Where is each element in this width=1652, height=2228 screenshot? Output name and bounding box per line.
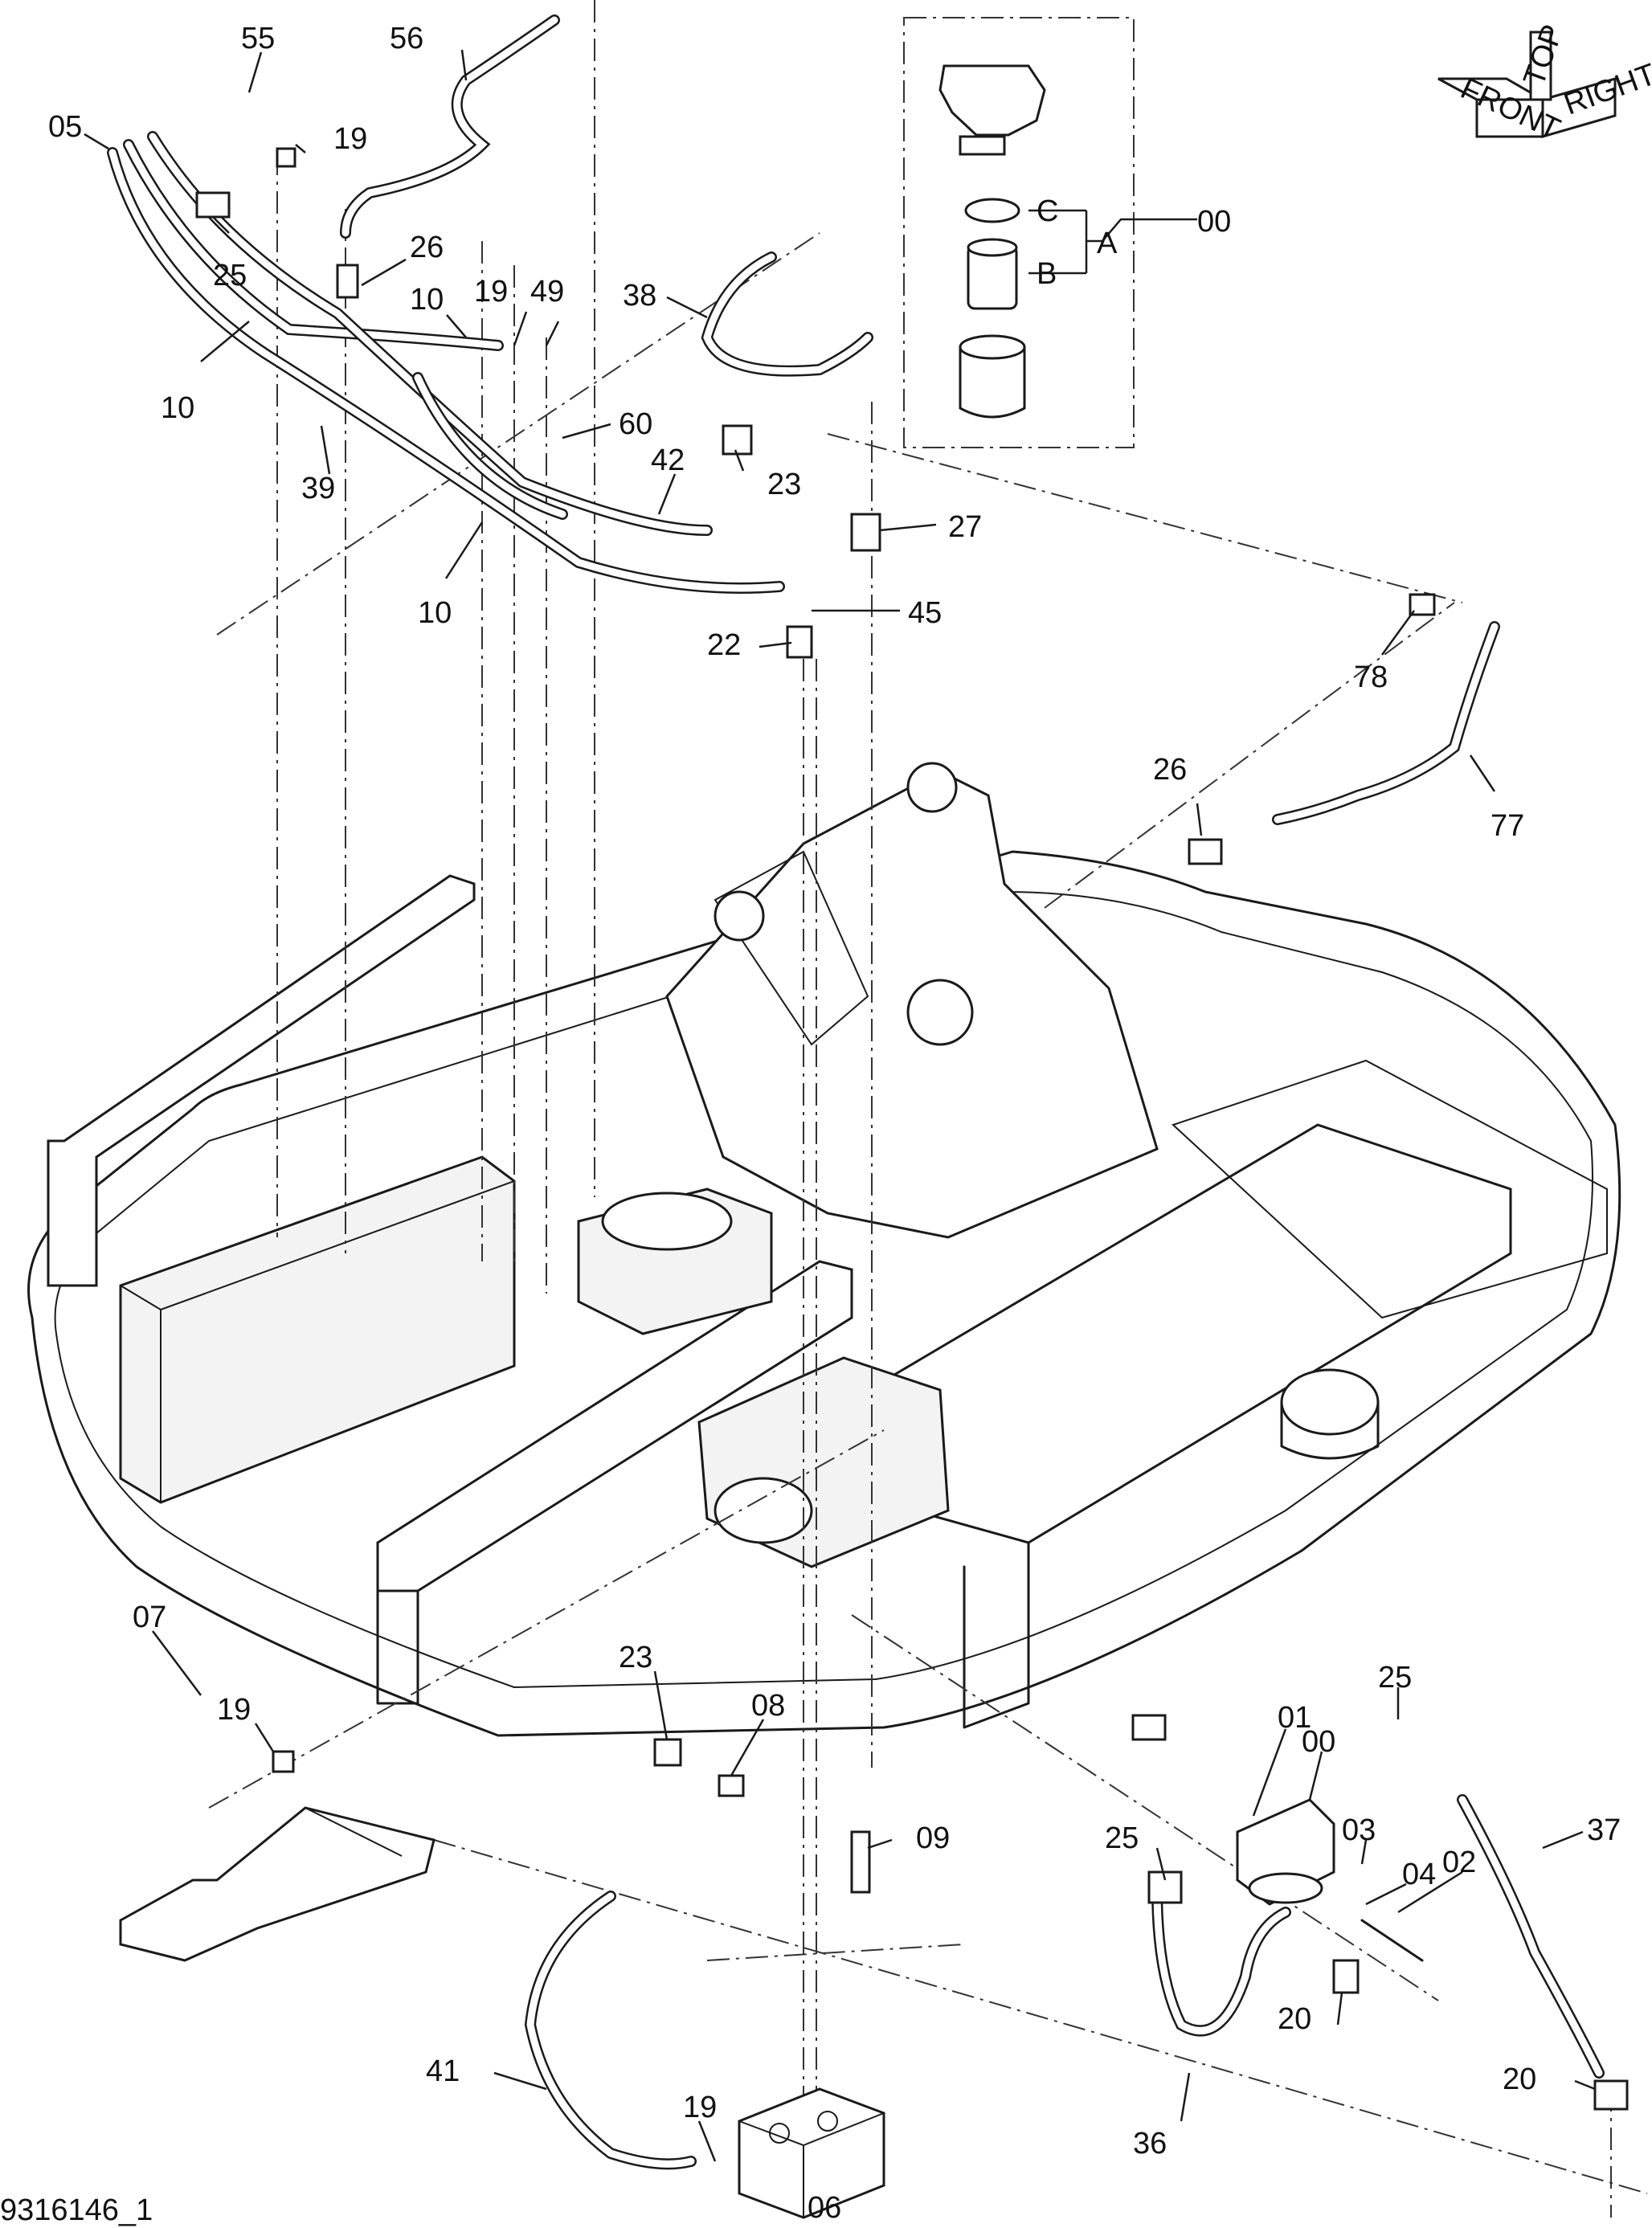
callout-08: 08 [751, 1689, 785, 1723]
o-ring-c-shape [964, 198, 1020, 223]
callout-02: 02 [1442, 1846, 1476, 1879]
cover-plate [119, 1806, 435, 1962]
hose-41 [524, 1891, 697, 2170]
callout-06: 06 [808, 2191, 841, 2225]
callout-labels: 55 05 56 19 25 26 10 19 49 10 38 39 60 4… [48, 22, 1621, 2225]
inset-item-b: B [1037, 257, 1057, 291]
bowl-shape [959, 345, 1026, 419]
upper-frame [27, 762, 1621, 1737]
hose-harness [107, 131, 785, 594]
callout-19b: 19 [474, 275, 508, 309]
callout-01: 01 [1278, 1701, 1311, 1735]
callout-77: 77 [1490, 809, 1524, 843]
drawing-number: 9316146_1 [0, 2193, 153, 2227]
control-valve-bank [119, 1155, 516, 1504]
callout-25b: 25 [1378, 1661, 1412, 1695]
callout-10c: 10 [418, 596, 452, 630]
callout-19d: 19 [683, 2091, 717, 2124]
callout-00b: 00 [1302, 1725, 1335, 1759]
tank-cap [577, 1188, 773, 1335]
callout-49: 49 [530, 275, 564, 309]
callout-55: 55 [241, 22, 275, 55]
callout-20b: 20 [1503, 2062, 1536, 2096]
inset-item-c: C [1037, 194, 1058, 228]
callout-19c: 19 [217, 1693, 251, 1727]
callout-26: 26 [410, 231, 444, 264]
callout-07: 07 [133, 1600, 166, 1634]
callout-05: 05 [48, 110, 82, 144]
inset-sub-a: A [1097, 227, 1118, 260]
filter-assembly [1147, 1798, 1424, 1962]
callout-38: 38 [623, 279, 656, 313]
swing-motor [697, 1356, 950, 1568]
leaders [84, 49, 1596, 2162]
callout-19: 19 [333, 122, 367, 156]
inset-group-00: 00 [1197, 205, 1231, 239]
callout-42: 42 [651, 444, 685, 477]
hose-56 [340, 14, 560, 239]
hose-77 [1272, 621, 1500, 825]
callout-10a: 10 [410, 283, 444, 317]
callout-20: 20 [1278, 2002, 1311, 2036]
callout-09: 09 [916, 1821, 950, 1855]
alignment-lines [208, 0, 1648, 2218]
callout-03: 03 [1342, 1813, 1376, 1847]
hose-36 [1151, 1883, 1291, 2037]
callout-39: 39 [301, 472, 335, 505]
callout-41: 41 [426, 2054, 460, 2088]
valve-block [738, 2087, 885, 2219]
hose-37 [1457, 1794, 1605, 2079]
orientation-indicator: FRONT TOP RIGHT [1437, 20, 1652, 146]
callout-23b: 23 [619, 1641, 652, 1674]
callout-26b: 26 [1153, 753, 1187, 787]
callout-22: 22 [707, 628, 741, 662]
inset-frame [903, 17, 1197, 448]
callout-10b: 10 [161, 391, 194, 425]
orientation-top: TOP [1517, 20, 1570, 90]
inset-labels: 00 A C B [1037, 194, 1231, 291]
hose-38 [701, 251, 873, 377]
callout-23: 23 [767, 468, 801, 501]
callout-27: 27 [948, 510, 982, 544]
callout-36: 36 [1133, 2127, 1167, 2161]
callout-04: 04 [1402, 1858, 1436, 1891]
callout-25c: 25 [1105, 1821, 1139, 1855]
callout-56: 56 [390, 22, 423, 55]
fittings [195, 147, 1629, 2111]
callout-25: 25 [213, 259, 247, 292]
callout-45: 45 [908, 596, 942, 630]
callout-37: 37 [1587, 1813, 1621, 1847]
callout-60: 60 [619, 407, 652, 441]
callout-78: 78 [1354, 660, 1388, 694]
